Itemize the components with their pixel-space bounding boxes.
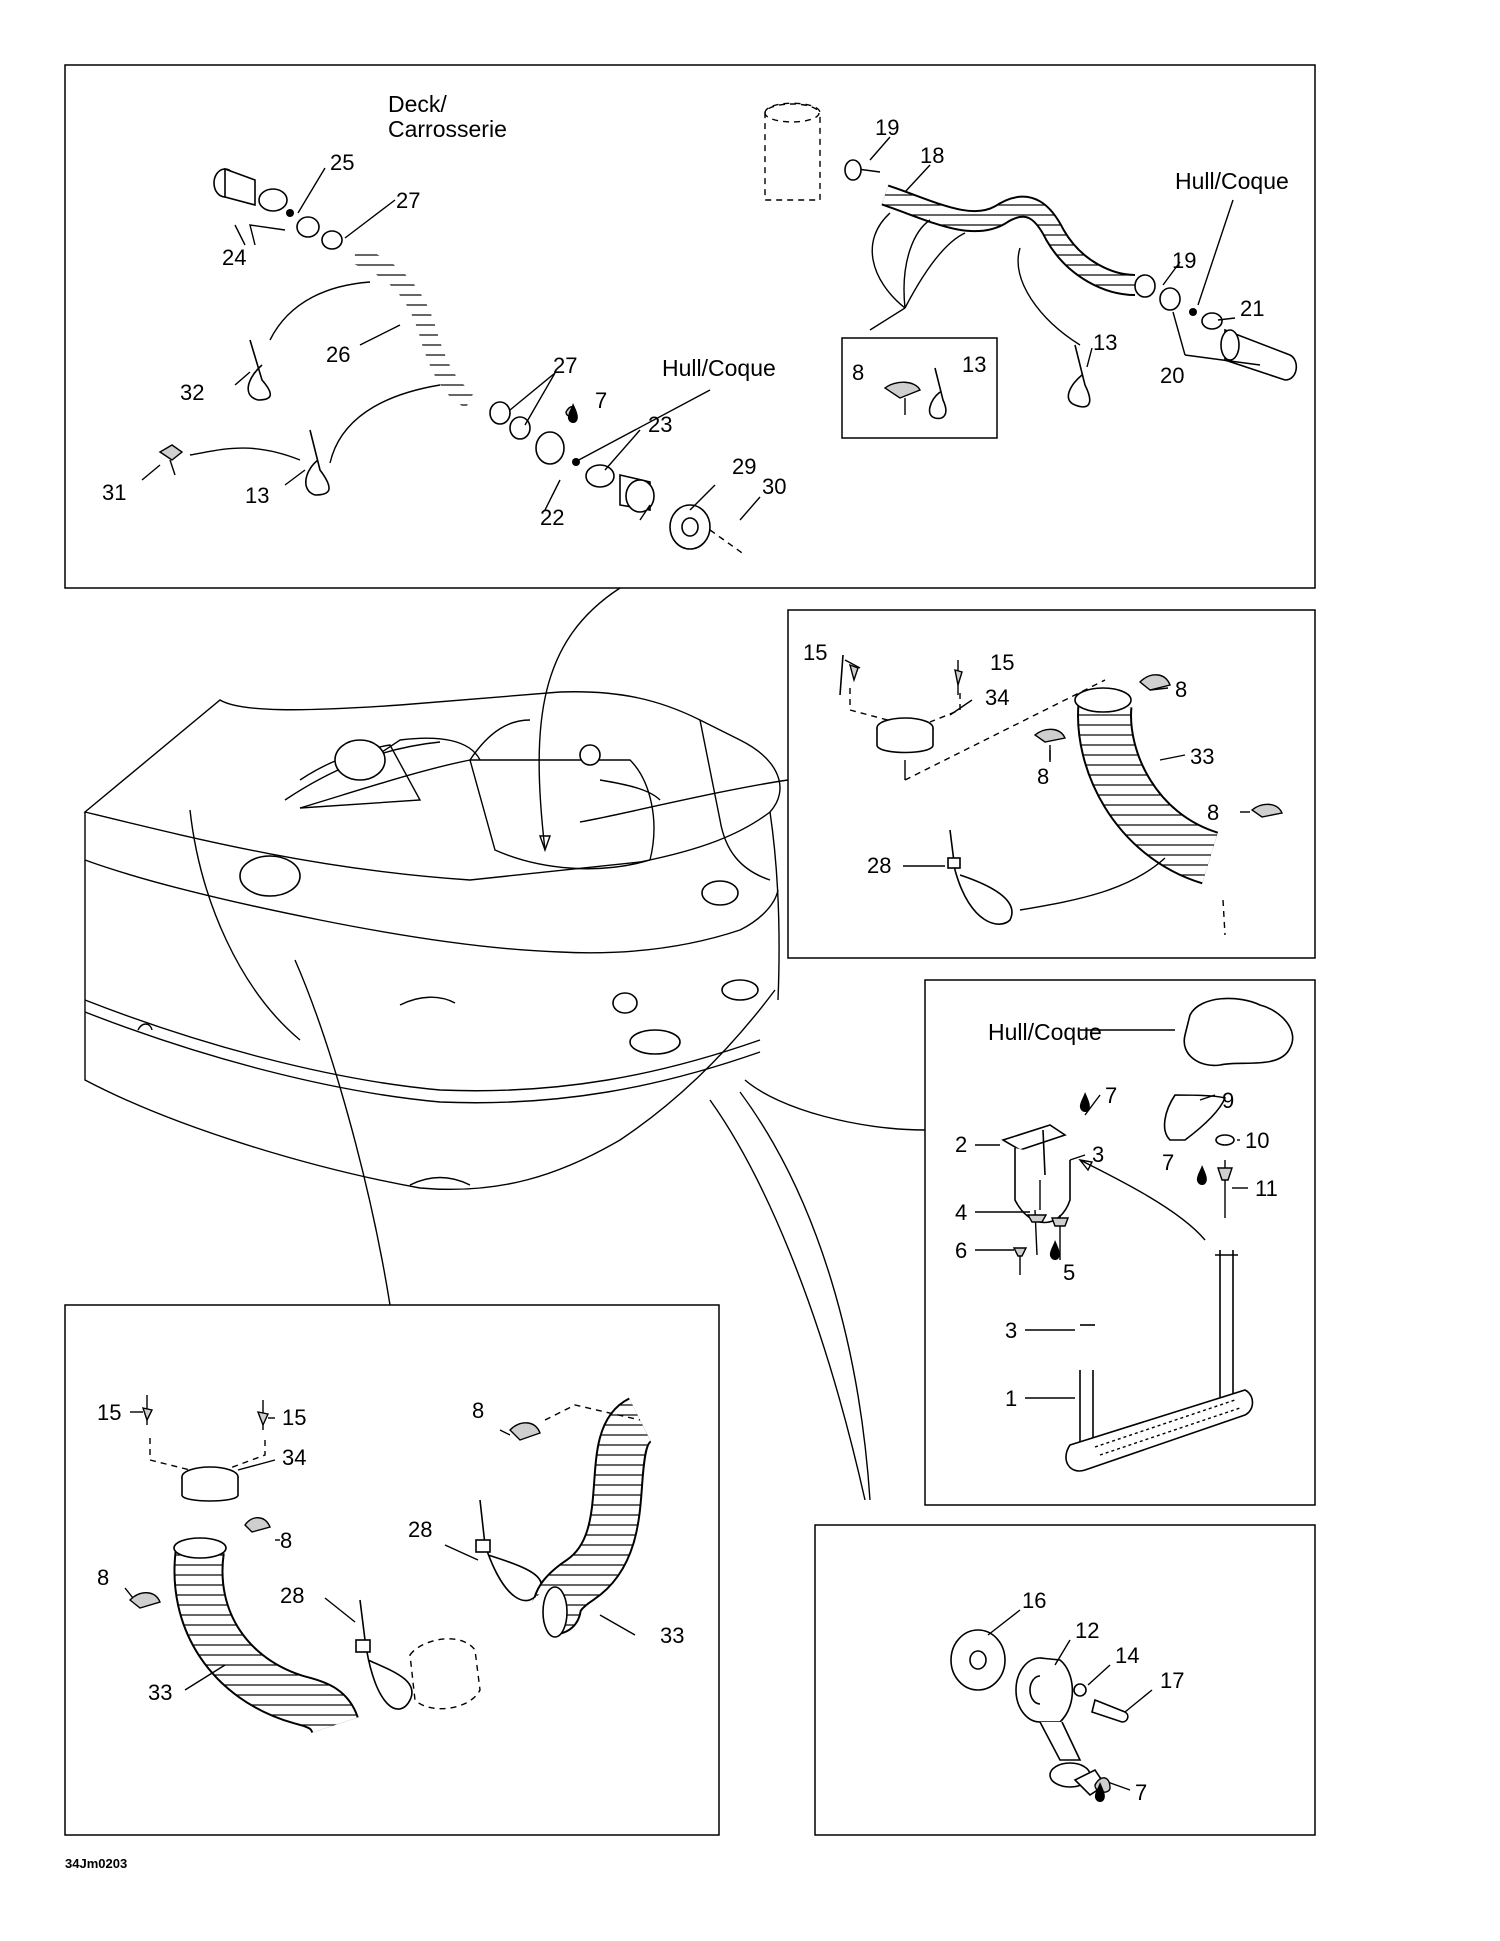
panel-top-right	[764, 102, 1298, 420]
inset-box	[841, 337, 998, 439]
callout: 8	[1207, 800, 1219, 825]
callout: 10	[1245, 1128, 1269, 1153]
callout: 15	[282, 1405, 306, 1430]
panel-bottom-left	[124, 1395, 655, 1735]
label-hull-mid-right: Hull/Coque	[988, 1019, 1102, 1045]
callout: 9	[1222, 1088, 1234, 1113]
panel-bottom-left-border	[64, 1304, 720, 1836]
panel-pump-mount	[975, 997, 1294, 1472]
grease-drop-icon	[1049, 1240, 1060, 1261]
panel-bottom-right	[950, 1609, 1153, 1797]
callouts-bottom-left: 15 15 34 8 8 8 28 28 33 33	[97, 1398, 684, 1705]
callouts-mid-right: 15 15 34 8 8 33 8 28	[803, 640, 1219, 878]
label-carrosserie: Carrosserie	[388, 116, 507, 142]
panel-mid-right-border	[787, 609, 1316, 959]
callout: 24	[222, 245, 246, 270]
callout: 15	[803, 640, 827, 665]
callout: 5	[1063, 1260, 1075, 1285]
callout: 19	[1172, 248, 1196, 273]
callout: 22	[540, 505, 564, 530]
callouts-pump-mount: 7 9 2 3 10 7 11 4 6 5 3 1	[955, 1083, 1278, 1411]
callout: 13	[962, 352, 986, 377]
panel-pump-mount-border	[924, 979, 1316, 1506]
panel-bottom-right-border	[814, 1524, 1316, 1836]
grease-drop-icon	[1094, 1782, 1105, 1803]
hull-leader-curves	[294, 587, 926, 1501]
callout: 13	[1093, 330, 1117, 355]
callout: 2	[955, 1132, 967, 1157]
grease-drop-icon	[1196, 1165, 1207, 1186]
callout: 19	[875, 115, 899, 140]
callout: 31	[102, 480, 126, 505]
drawing-code: 34Jm0203	[65, 1856, 127, 1871]
callout: 8	[1175, 677, 1187, 702]
callout: 8	[1037, 764, 1049, 789]
callout: 27	[396, 188, 420, 213]
header-labels: Deck/ Carrosserie Hull/Coque Hull/Coque …	[388, 91, 1289, 1045]
callout: 28	[867, 853, 891, 878]
label-hull-top-left: Hull/Coque	[662, 355, 776, 381]
callout: 3	[1092, 1142, 1104, 1167]
callout: 15	[97, 1400, 121, 1425]
callouts-top-left: 25 27 24 26 32 27 7 23 31 13 22 29 30	[102, 150, 786, 530]
callout: 7	[595, 388, 607, 413]
callout: 33	[1190, 744, 1214, 769]
callout: 11	[1255, 1176, 1278, 1201]
callout: 34	[282, 1445, 306, 1470]
callout: 28	[280, 1583, 304, 1608]
label-deck: Deck/	[388, 91, 447, 117]
callout: 8	[280, 1528, 292, 1553]
callout: 33	[148, 1680, 172, 1705]
callout: 23	[648, 412, 672, 437]
callout: 16	[1022, 1588, 1046, 1613]
watercraft-hull	[83, 691, 781, 1191]
callouts-bottom-right: 16 12 14 17 7	[1022, 1588, 1184, 1805]
callout: 17	[1160, 1668, 1184, 1693]
callout: 8	[472, 1398, 484, 1423]
grease-drop-icon	[1079, 1092, 1090, 1113]
grease-drop-icon	[567, 403, 578, 424]
callout: 21	[1240, 296, 1264, 321]
callout: 29	[732, 454, 756, 479]
callout: 1	[1005, 1386, 1017, 1411]
callout: 4	[955, 1200, 967, 1225]
callout: 8	[852, 360, 864, 385]
callouts-top-right: 19 18 19 21 20 13 8 13	[852, 115, 1264, 388]
callout: 7	[1135, 1780, 1147, 1805]
panel-top-left-border	[64, 64, 1316, 589]
panel-mid-right	[839, 654, 1284, 936]
callout: 28	[408, 1517, 432, 1542]
callout: 12	[1075, 1618, 1099, 1643]
callout: 6	[955, 1238, 967, 1263]
callout: 13	[245, 483, 269, 508]
callout: 14	[1115, 1643, 1139, 1668]
callout: 7	[1105, 1083, 1117, 1108]
callout: 8	[97, 1565, 109, 1590]
callout: 15	[990, 650, 1014, 675]
callout: 3	[1005, 1318, 1017, 1343]
callout: 18	[920, 143, 944, 168]
callout: 32	[180, 380, 204, 405]
panel-top-left	[141, 167, 761, 556]
callout: 30	[762, 474, 786, 499]
callout: 25	[330, 150, 354, 175]
callout: 27	[553, 353, 577, 378]
callout: 34	[985, 685, 1009, 710]
grease-drop-icons	[567, 403, 1207, 1803]
callout: 26	[326, 342, 350, 367]
label-hull-top-right: Hull/Coque	[1175, 168, 1289, 194]
callout: 20	[1160, 363, 1184, 388]
callout: 7	[1162, 1150, 1174, 1175]
callout: 33	[660, 1623, 684, 1648]
